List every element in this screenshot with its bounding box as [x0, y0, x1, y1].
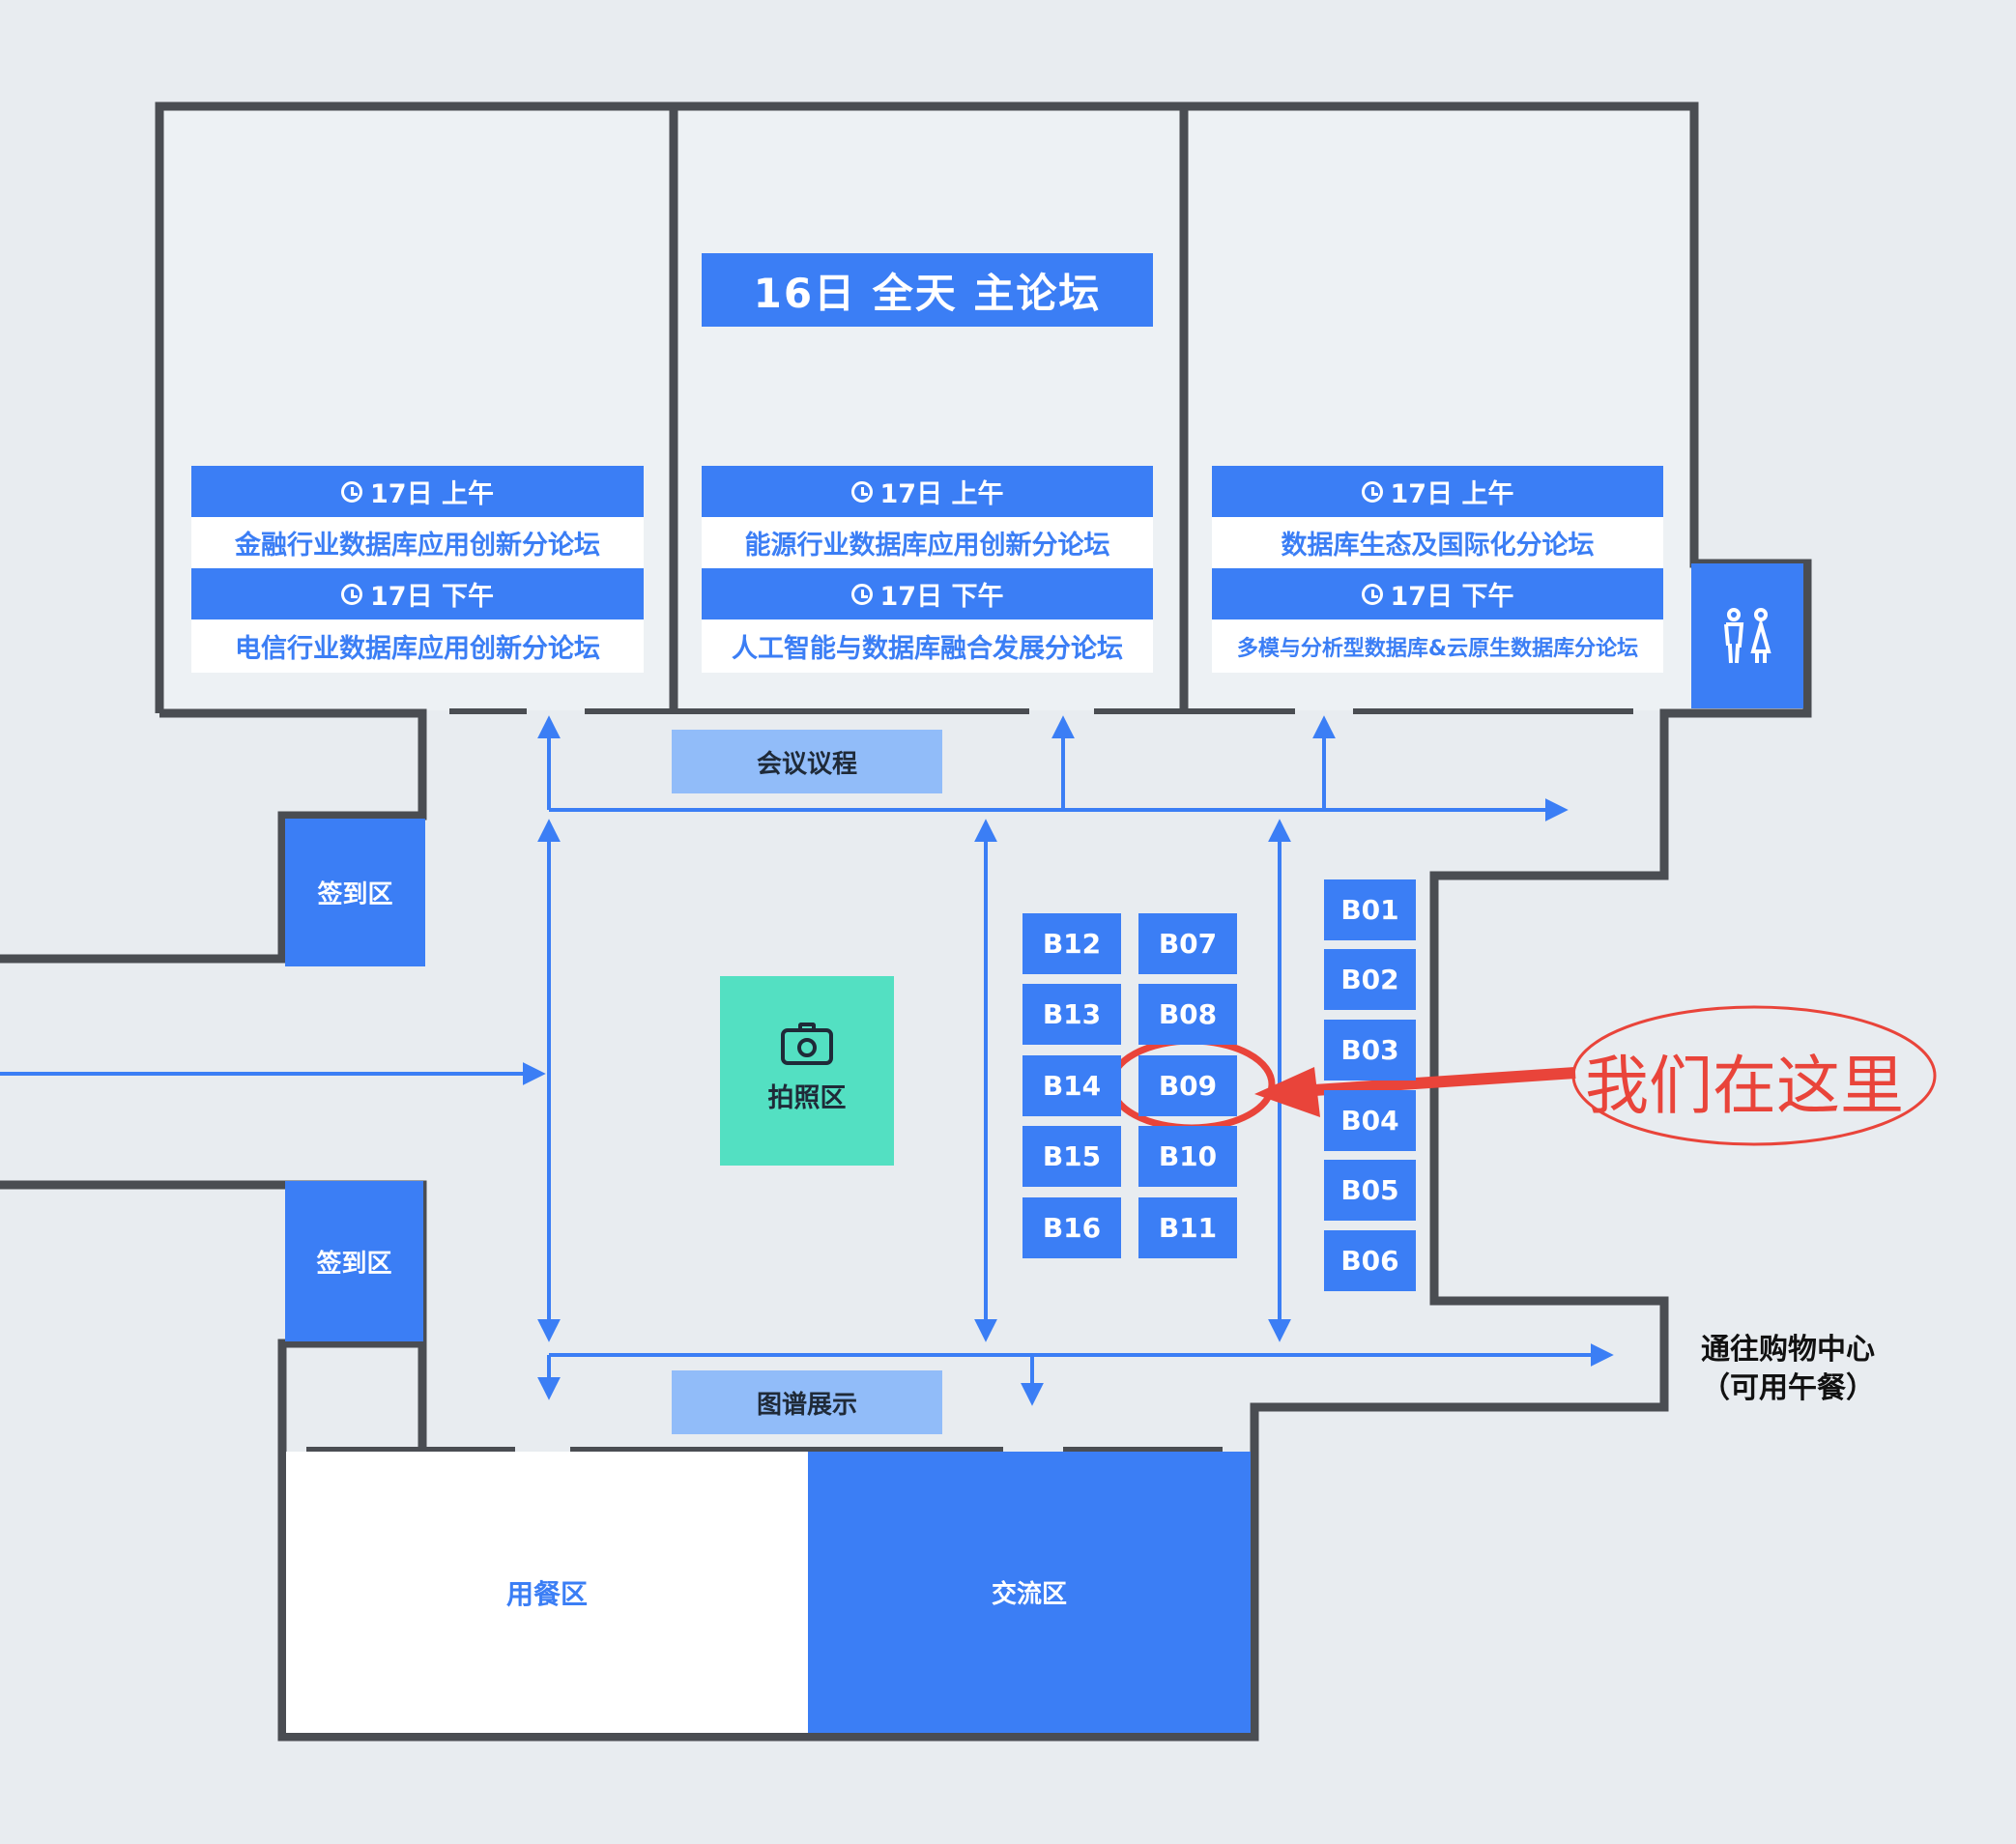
booth-b06: B06 — [1324, 1230, 1416, 1291]
booth-b05: B05 — [1324, 1160, 1416, 1221]
room2-pm-time-label: 17日 下午 — [879, 582, 1004, 612]
route-arrows — [0, 715, 1614, 1406]
clock-icon — [850, 480, 873, 503]
dining-zone: 用餐区 — [286, 1452, 808, 1733]
mall-exit-label: 通往购物中心 （可用午餐） — [1672, 1324, 1904, 1415]
clock-icon — [1361, 480, 1383, 503]
clock-icon — [341, 583, 362, 605]
booth-b12: B12 — [1022, 913, 1121, 974]
booth-b16: B16 — [1022, 1197, 1121, 1258]
restroom — [1691, 563, 1803, 708]
room2-pm-forum: 人工智能与数据库融合发展分论坛 — [702, 619, 1153, 673]
room3-pm-time: 17日 下午 — [1212, 568, 1663, 619]
room1-pm-forum: 电信行业数据库应用创新分论坛 — [191, 619, 644, 673]
checkin-zone-top: 签到区 — [285, 819, 425, 966]
room1-am-time-label: 17日 上午 — [370, 479, 494, 509]
checkin-zone-bottom: 签到区 — [285, 1181, 423, 1341]
booth-b09: B09 — [1138, 1055, 1237, 1116]
main-forum-banner: 16日 全天 主论坛 — [702, 253, 1153, 327]
mall-exit-line1: 通往购物中心 — [1701, 1332, 1875, 1367]
clock-icon — [1361, 583, 1383, 605]
exchange-zone: 交流区 — [808, 1452, 1251, 1733]
booth-b15: B15 — [1022, 1126, 1121, 1187]
room1-am-time: 17日 上午 — [191, 466, 644, 517]
photo-zone-label: 拍照区 — [767, 1082, 847, 1113]
graph-display-zone: 图谱展示 — [672, 1370, 942, 1434]
booth-b04: B04 — [1324, 1090, 1416, 1151]
booth-b02: B02 — [1324, 949, 1416, 1010]
clock-icon — [850, 583, 873, 605]
booth-b07: B07 — [1138, 913, 1237, 974]
room1-pm-time: 17日 下午 — [191, 568, 644, 619]
photo-zone: 拍照区 — [720, 976, 894, 1166]
room3-am-time: 17日 上午 — [1212, 466, 1663, 517]
you-are-here-label: 我们在这里 — [1585, 1049, 1904, 1123]
booth-b11: B11 — [1138, 1197, 1237, 1258]
room3-am-forum: 数据库生态及国际化分论坛 — [1212, 517, 1663, 568]
mall-exit-line2: （可用午餐） — [1701, 1371, 1875, 1405]
booth-b08: B08 — [1138, 984, 1237, 1045]
restroom-icon — [1724, 608, 1771, 664]
room1-am-forum: 金融行业数据库应用创新分论坛 — [191, 517, 644, 568]
booth-b01: B01 — [1324, 879, 1416, 940]
pointer-arrow-head — [1254, 1067, 1320, 1117]
room2-am-forum: 能源行业数据库应用创新分论坛 — [702, 517, 1153, 568]
agenda-zone: 会议议程 — [672, 730, 942, 793]
room2-am-time-label: 17日 上午 — [879, 479, 1004, 509]
booth-b10: B10 — [1138, 1126, 1237, 1187]
room1-pm-time-label: 17日 下午 — [370, 582, 494, 612]
booth-b03: B03 — [1324, 1020, 1416, 1080]
room2-pm-time: 17日 下午 — [702, 568, 1153, 619]
room3-pm-time-label: 17日 下午 — [1390, 582, 1514, 612]
door-walls — [306, 708, 1633, 1453]
camera-icon — [781, 1022, 833, 1065]
room3-pm-forum: 多模与分析型数据库&云原生数据库分论坛 — [1212, 619, 1663, 673]
pointer-arrow — [1313, 1067, 1576, 1096]
room2-am-time: 17日 上午 — [702, 466, 1153, 517]
booth-b14: B14 — [1022, 1055, 1121, 1116]
room3-am-time-label: 17日 上午 — [1390, 479, 1514, 509]
clock-icon — [341, 480, 362, 503]
booth-b13: B13 — [1022, 984, 1121, 1045]
